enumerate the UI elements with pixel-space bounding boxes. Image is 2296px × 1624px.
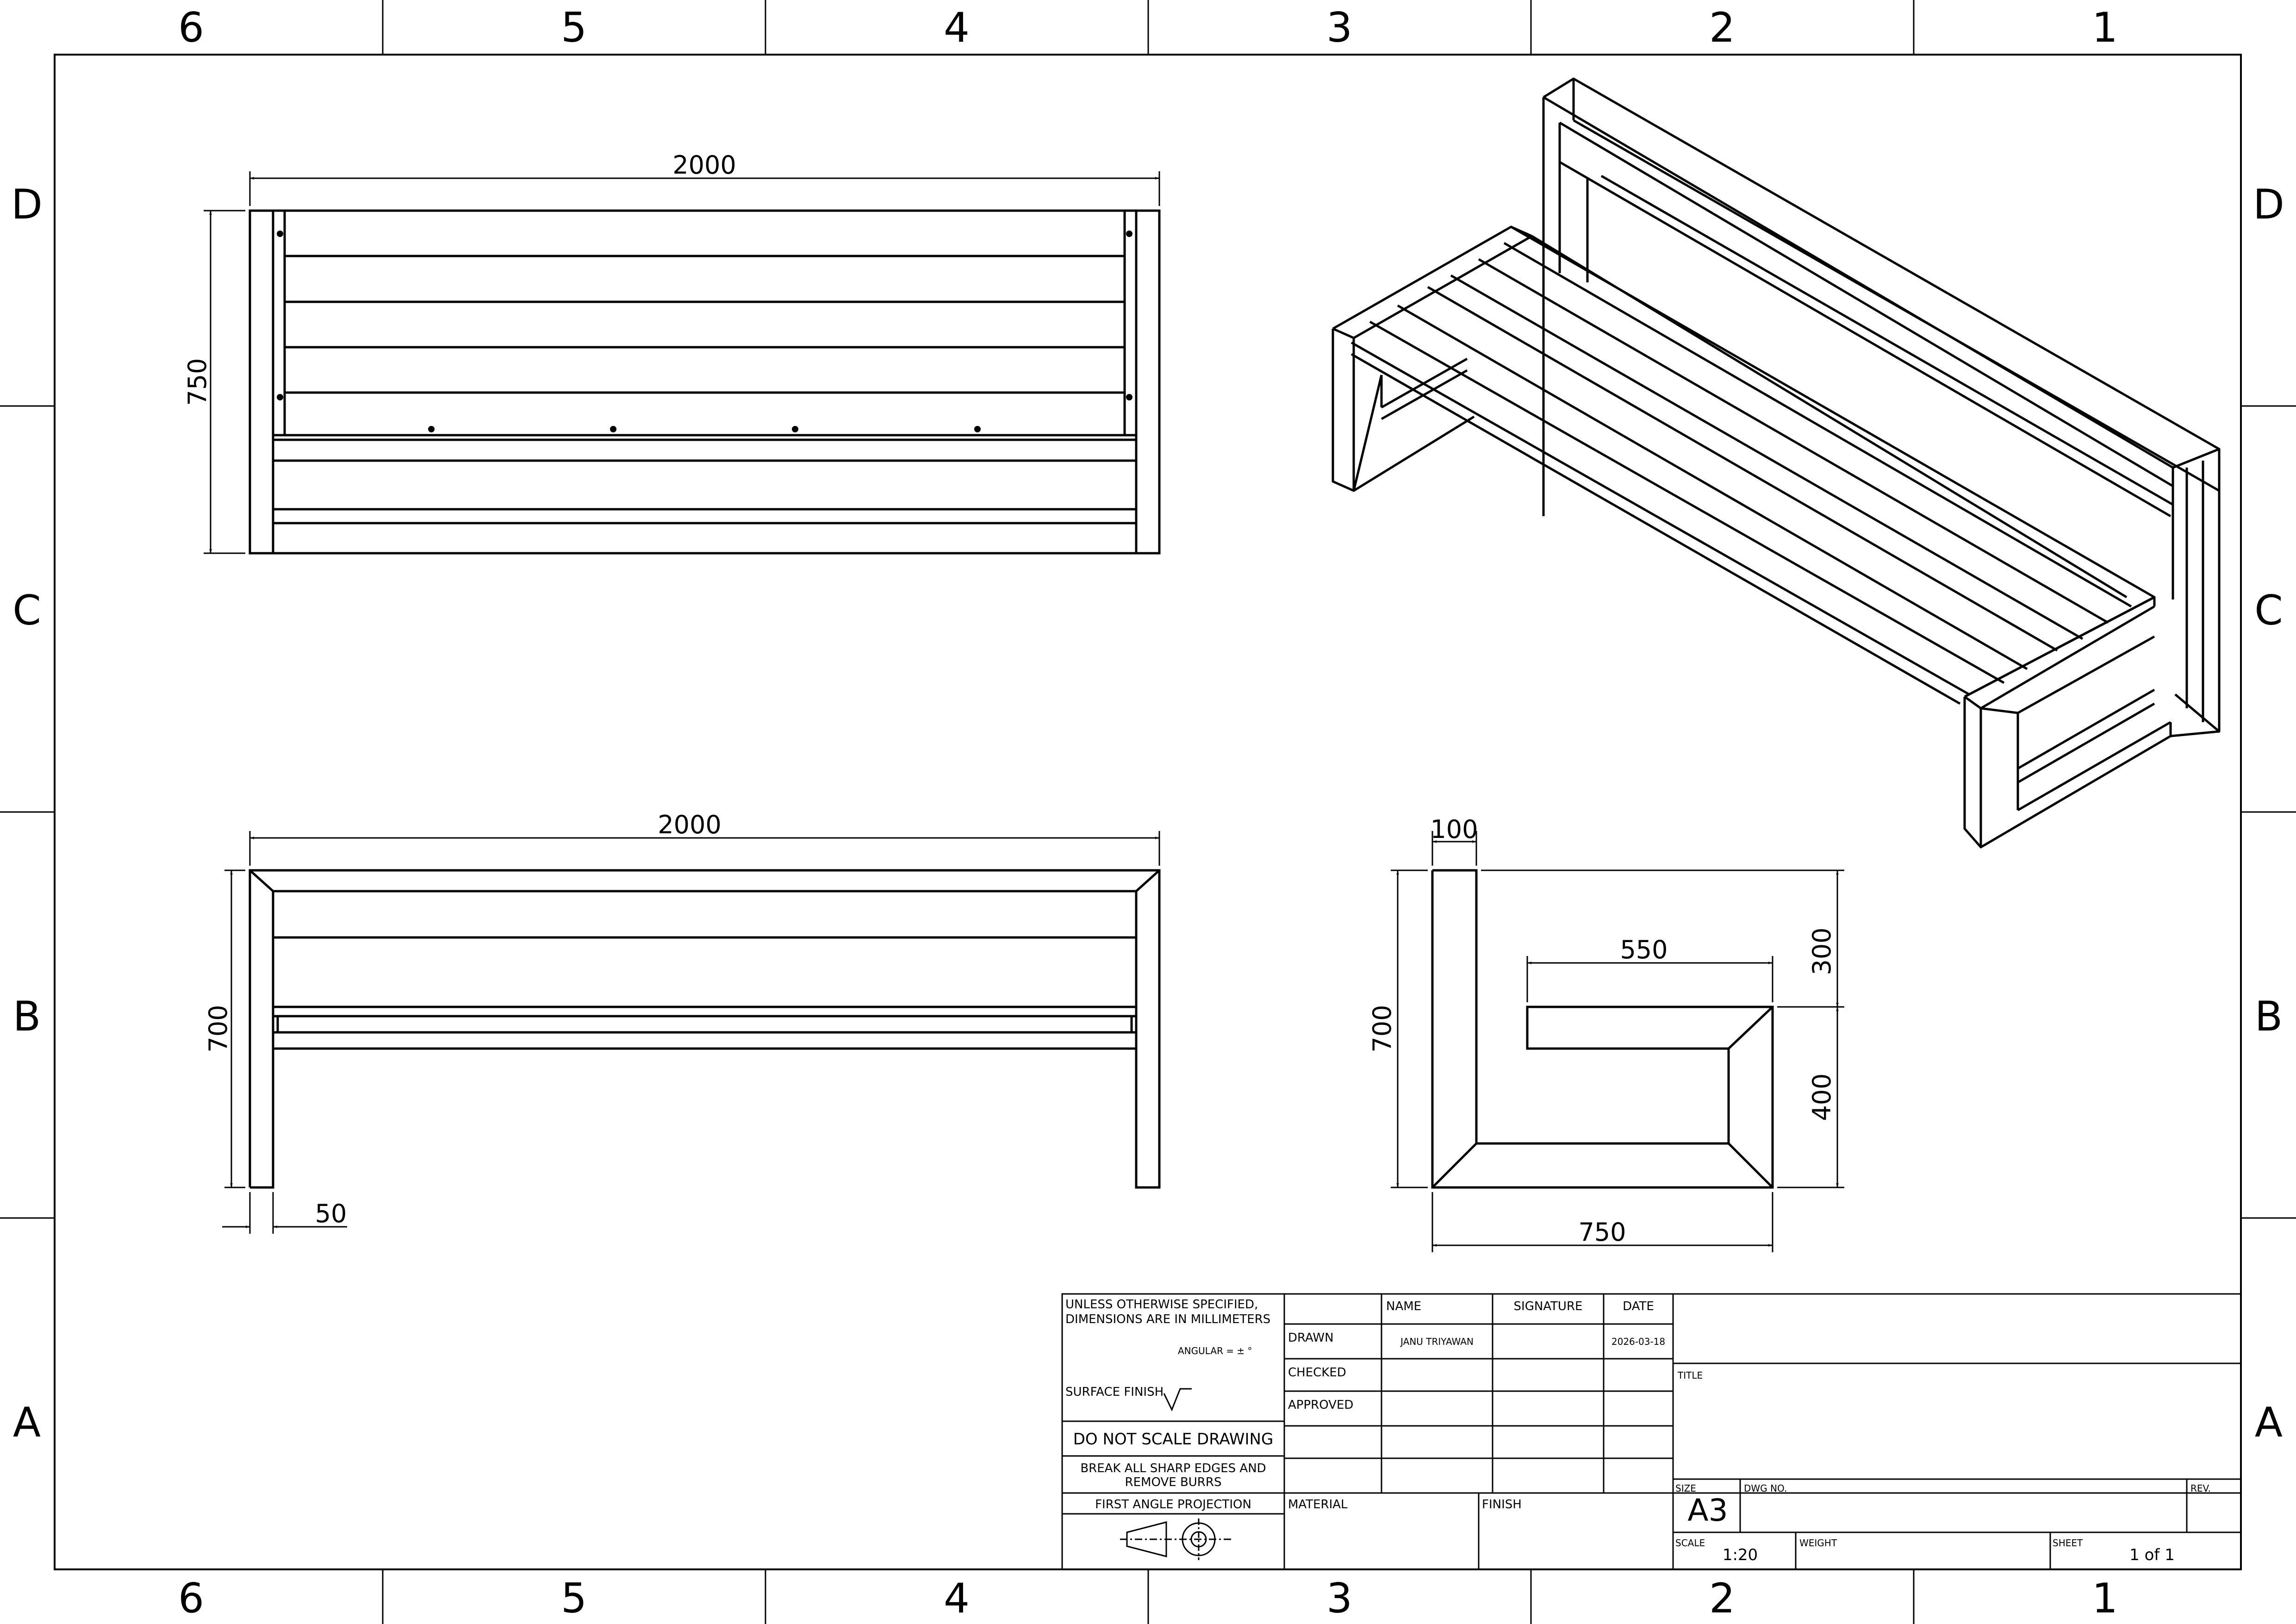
grid-col-label: 6 (178, 4, 204, 51)
isometric-view (1332, 77, 2221, 849)
grid-col-label: 4 (944, 1574, 970, 1622)
do-not-scale-label: DO NOT SCALE DRAWING (1073, 1430, 1274, 1449)
end-view (1431, 869, 1774, 1189)
dim-side-width: 2000 (658, 810, 721, 839)
dim-end-top: 100 (1430, 815, 1478, 844)
angular-tolerance: ANGULAR = ± ° (1178, 1345, 1252, 1356)
grid-row-label: A (2255, 1399, 2283, 1446)
title-label: TITLE (1677, 1370, 1703, 1381)
surface-finish-symbol (1163, 1388, 1192, 1412)
grid-col-label: 2 (1709, 4, 1735, 51)
grid-column-labels-bottom: 6 5 4 3 2 1 (178, 1574, 2118, 1622)
surface-finish-label: SURFACE FINISH (1065, 1385, 1164, 1399)
size-label: SIZE (1675, 1483, 1696, 1494)
grid-col-label: 6 (178, 1574, 204, 1622)
dwg-no-label: DWG NO. (1744, 1483, 1787, 1494)
notes-line2: DIMENSIONS ARE IN MILLIMETERS (1065, 1312, 1270, 1326)
grid-col-label: 5 (561, 1574, 587, 1622)
row-approved-label: APPROVED (1288, 1398, 1353, 1412)
break-edges-line1: BREAK ALL SHARP EDGES AND (1080, 1462, 1266, 1475)
grid-row-label: D (11, 181, 43, 228)
scale-label: SCALE (1675, 1537, 1705, 1549)
grid-col-label: 4 (944, 4, 970, 51)
grid-row-labels-left: D C B A (11, 181, 43, 1446)
grid-col-label: 5 (561, 4, 587, 51)
grid-col-label: 3 (1326, 4, 1352, 51)
sheet-label: SHEET (2053, 1537, 2083, 1549)
front-view-bolts (277, 231, 1132, 432)
rev-label: REV. (2190, 1483, 2211, 1494)
weight-label: WEIGHT (1799, 1537, 1837, 1549)
break-edges-line2: REMOVE BURRS (1125, 1475, 1222, 1489)
sheet-border (54, 54, 2242, 1570)
sheet-value: 1 of 1 (2129, 1546, 2175, 1564)
dim-front-width: 2000 (672, 150, 736, 180)
grid-row-label: D (2253, 181, 2284, 228)
col-date-header: DATE (1623, 1299, 1654, 1313)
grid-row-label: B (2255, 993, 2283, 1040)
title-block-lines (1061, 1293, 2242, 1570)
grid-row-labels-right: D C B A (2253, 181, 2284, 1446)
row-drawn-label: DRAWN (1288, 1331, 1334, 1345)
dim-end-width: 750 (1578, 1218, 1626, 1247)
row-checked-label: CHECKED (1288, 1366, 1346, 1380)
projection-symbol-icon (1120, 1518, 1231, 1560)
dim-end-seat-depth: 550 (1620, 935, 1668, 964)
finish-label: FINISH (1482, 1498, 1522, 1512)
dim-front-height: 750 (183, 358, 212, 406)
scale-value: 1:20 (1723, 1546, 1758, 1564)
drawn-date-value: 2026-03-18 (1612, 1336, 1665, 1347)
grid-col-label: 1 (2092, 4, 2118, 51)
notes-line1: UNLESS OTHERWISE SPECIFIED, (1065, 1298, 1258, 1312)
side-view (249, 869, 1161, 1189)
front-view (249, 209, 1161, 555)
grid-row-label: B (13, 993, 41, 1040)
drawn-name-value: JANU TRIYAWAN (1400, 1336, 1474, 1347)
grid-row-label: C (12, 587, 41, 634)
dim-end-seat-height: 400 (1807, 1073, 1836, 1121)
size-value: A3 (1687, 1493, 1728, 1528)
grid-col-label: 1 (2092, 1574, 2118, 1622)
grid-column-labels-top: 6 5 4 3 2 1 (178, 4, 2118, 51)
front-view-dimensions (204, 171, 1160, 554)
grid-col-label: 3 (1326, 1574, 1352, 1622)
dim-side-height: 700 (204, 1005, 233, 1052)
dim-leg-thickness: 50 (315, 1199, 347, 1228)
grid-row-label: A (13, 1399, 41, 1446)
side-view-dimensions (222, 831, 1160, 1234)
material-label: MATERIAL (1288, 1498, 1348, 1512)
col-signature-header: SIGNATURE (1514, 1299, 1583, 1313)
end-view-dimensions (1391, 831, 1844, 1252)
dim-end-back-height: 300 (1807, 927, 1836, 975)
dim-end-height: 700 (1368, 1005, 1397, 1052)
grid-row-label: C (2254, 587, 2283, 634)
grid-col-label: 2 (1709, 1574, 1735, 1622)
projection-label: FIRST ANGLE PROJECTION (1095, 1498, 1251, 1512)
col-name-header: NAME (1386, 1299, 1421, 1313)
